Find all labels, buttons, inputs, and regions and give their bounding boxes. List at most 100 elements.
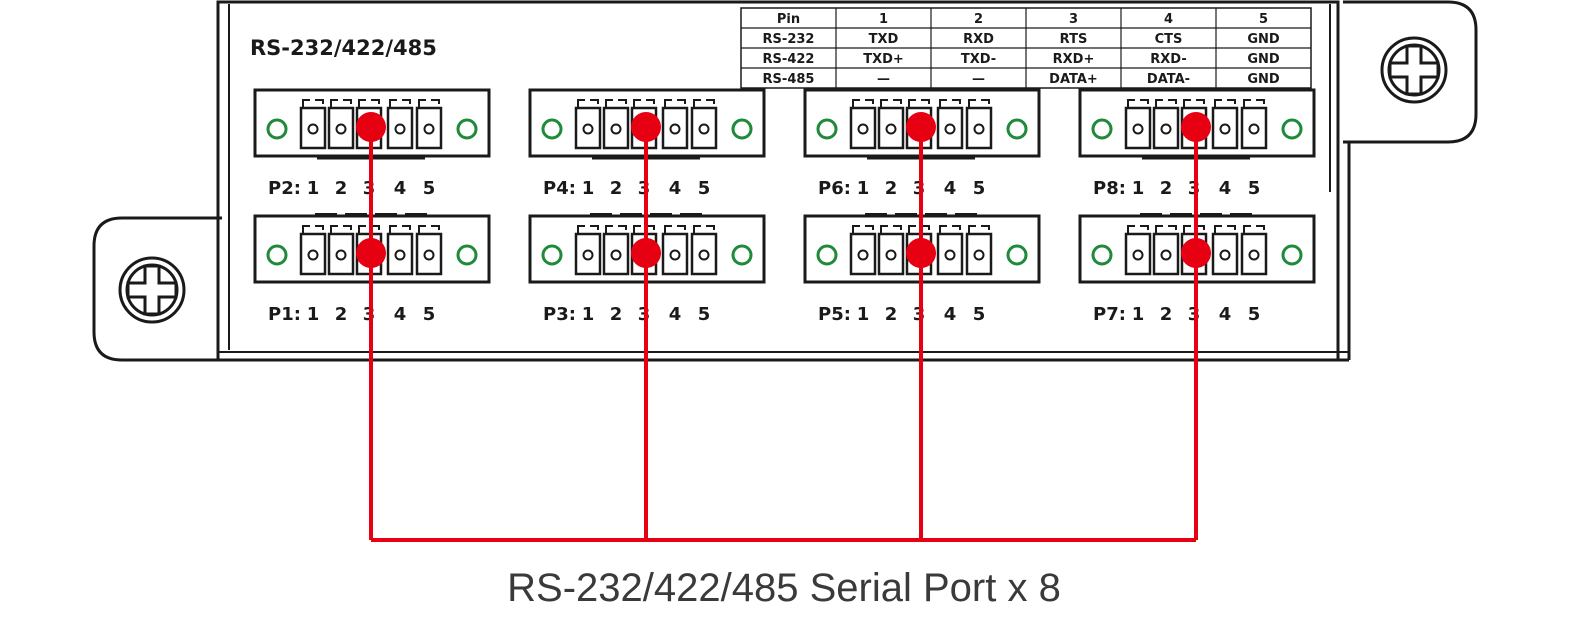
port-label: P3: <box>543 304 576 325</box>
pin-number-label: 1 <box>1132 178 1145 199</box>
connector-p8 <box>1078 88 1316 160</box>
left-mounting-ear <box>92 216 222 362</box>
right-screw-icon <box>1380 36 1448 104</box>
highlight-wiring <box>356 112 1211 542</box>
caption: RS-232/422/485 Serial Port x 8 <box>507 566 1061 610</box>
pin-number-label: 5 <box>698 304 711 325</box>
pin-number-label: 4 <box>1219 304 1232 325</box>
pin-number-label: 1 <box>307 304 320 325</box>
terminal-slot <box>1124 106 1152 150</box>
terminal-slot <box>965 106 993 150</box>
pin-number-label: 4 <box>394 304 407 325</box>
pin-table-header-cell: 4 <box>1164 12 1173 27</box>
pin-number-label: 1 <box>307 178 320 199</box>
pin-number-label: 2 <box>1160 304 1173 325</box>
pin-number-label: 4 <box>669 304 682 325</box>
mount-hole-icon <box>456 244 478 266</box>
pin-number-label: 5 <box>423 304 436 325</box>
pin3-highlight-dot <box>1181 112 1211 142</box>
terminal-slot <box>1240 232 1268 276</box>
pin-number-label: 5 <box>423 178 436 199</box>
pin-table-cell: GND <box>1247 52 1280 67</box>
pin-table-cell: GND <box>1247 72 1280 87</box>
terminal-slot <box>965 232 993 276</box>
mount-hole-icon <box>1006 118 1028 140</box>
mount-hole-icon <box>816 244 838 266</box>
pin-number-label: 2 <box>610 178 623 199</box>
port-label: P2: <box>268 178 301 199</box>
mount-hole-icon <box>1281 118 1303 140</box>
pin-table-header-cell: 2 <box>974 12 983 27</box>
mount-hole-icon <box>266 118 288 140</box>
pin-number-label: 2 <box>335 178 348 199</box>
terminal-slot <box>327 106 355 150</box>
pin3-highlight-dot <box>631 112 661 142</box>
pin-table-header-cell: 5 <box>1259 12 1268 27</box>
pin-number-label: 1 <box>582 178 595 199</box>
pin-number-label: 4 <box>1219 178 1232 199</box>
port-label: P4: <box>543 178 576 199</box>
pin-number-label: 5 <box>1248 178 1261 199</box>
pin-table-cell: DATA+ <box>1049 72 1098 87</box>
mount-hole-icon <box>1091 118 1113 140</box>
pin-number-label: 4 <box>944 178 957 199</box>
pin-number-label: 5 <box>1248 304 1261 325</box>
pin-number-label: 5 <box>973 178 986 199</box>
pin-number-label: 5 <box>698 178 711 199</box>
pin3-highlight-dot <box>906 112 936 142</box>
pin-number-label: 2 <box>335 304 348 325</box>
pin-number-label: 1 <box>582 304 595 325</box>
pin-number-label: 4 <box>944 304 957 325</box>
port-label: P7: <box>1093 304 1126 325</box>
mount-hole-icon <box>1091 244 1113 266</box>
terminal-slot <box>1152 232 1180 276</box>
mount-hole-icon <box>456 118 478 140</box>
pin-table-header-cell: Pin <box>777 12 800 27</box>
mount-hole-icon <box>541 244 563 266</box>
pin-number-label: 2 <box>610 304 623 325</box>
pin-table-cell: RS-485 <box>763 72 815 87</box>
terminal-slot <box>849 232 877 276</box>
pin-number-label: 5 <box>973 304 986 325</box>
pin-table-cell: TXD+ <box>863 52 904 67</box>
pin-number-label: 2 <box>885 304 898 325</box>
pin-table-cell: TXD- <box>961 52 996 67</box>
terminal-slot <box>415 106 443 150</box>
port-label: P5: <box>818 304 851 325</box>
pin-table-cell: RTS <box>1060 32 1088 47</box>
pin3-highlight-dot <box>1181 238 1211 268</box>
pin-table-cell: — <box>877 72 890 87</box>
pin-number-label: 1 <box>1132 304 1145 325</box>
port-label: P6: <box>818 178 851 199</box>
pin-table-cell: RXD <box>963 32 994 47</box>
mount-hole-icon <box>731 244 753 266</box>
pin-table-cell: DATA- <box>1147 72 1190 87</box>
right-mounting-ear <box>1343 0 1478 144</box>
pin-table-cell: RXD+ <box>1053 52 1095 67</box>
pin3-highlight-dot <box>356 238 386 268</box>
pin-table-cell: GND <box>1247 32 1280 47</box>
pin-table-cell: — <box>972 72 985 87</box>
port-label: P8: <box>1093 178 1126 199</box>
mount-hole-icon <box>266 244 288 266</box>
pin3-highlight-dot <box>906 238 936 268</box>
pin-number-label: 4 <box>394 178 407 199</box>
pin-number-label: 2 <box>1160 178 1173 199</box>
mount-hole-icon <box>1006 244 1028 266</box>
connector-group: P2:12345P4:12345P6:12345P8:12345P1:12345… <box>253 88 1316 325</box>
pin-table-header-cell: 3 <box>1069 12 1078 27</box>
pin-table-cell: RS-232 <box>763 32 815 47</box>
pin-table-cell: TXD <box>869 32 899 47</box>
pin-table-cell: CTS <box>1155 32 1183 47</box>
pin-number-label: 1 <box>857 304 870 325</box>
pin-table-cell: RS-422 <box>763 52 815 67</box>
mount-hole-icon <box>816 118 838 140</box>
mount-hole-icon <box>541 118 563 140</box>
pin-number-label: 1 <box>857 178 870 199</box>
mount-hole-icon <box>1281 244 1303 266</box>
pin-number-label: 2 <box>885 178 898 199</box>
pin3-highlight-dot <box>356 112 386 142</box>
pin-table-cell: RXD- <box>1150 52 1186 67</box>
